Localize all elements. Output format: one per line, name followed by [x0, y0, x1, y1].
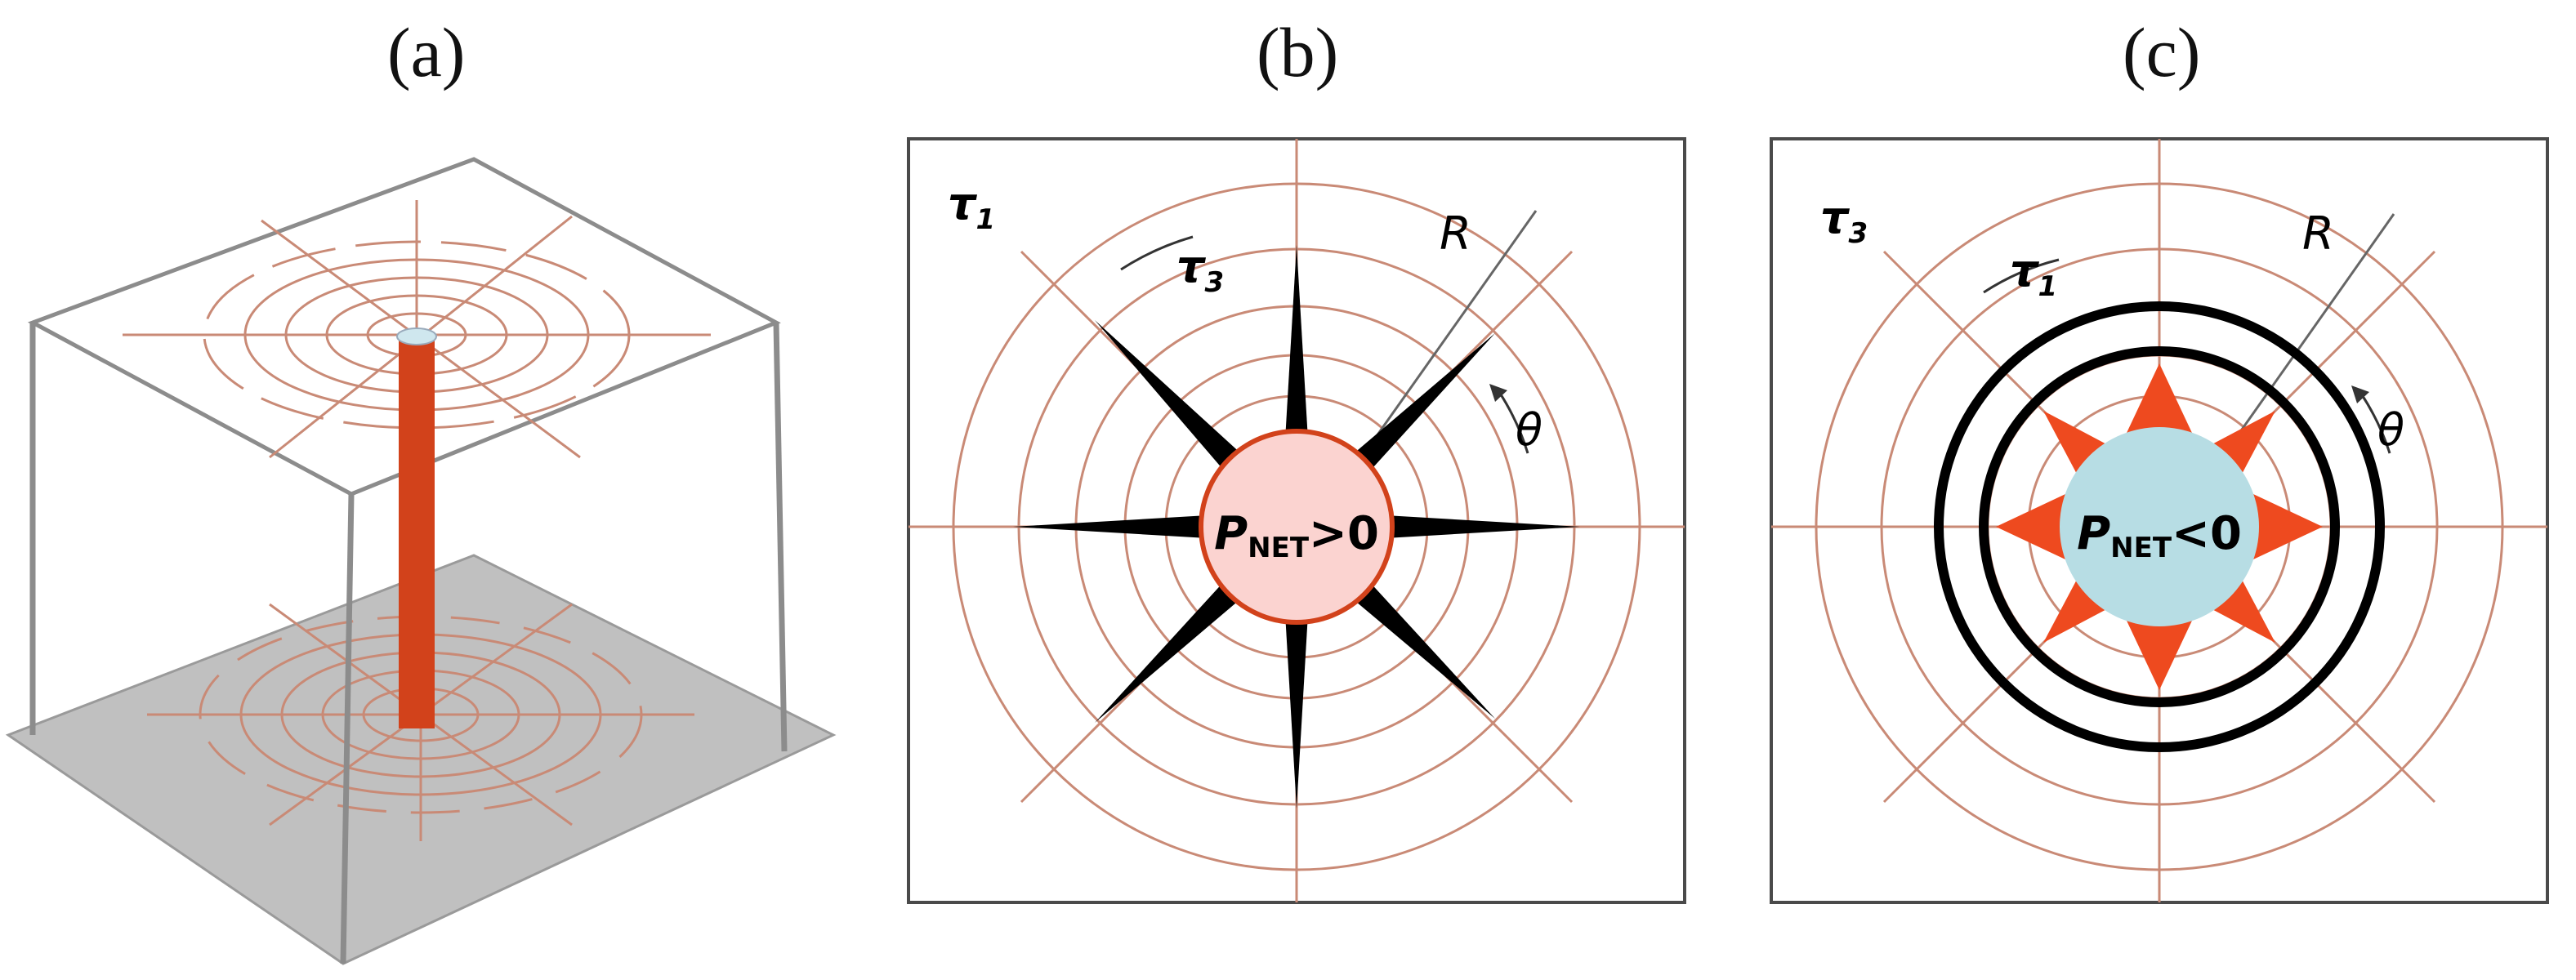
tau3-label-c: τ3: [1820, 192, 1868, 250]
outer-black-ring: [1934, 301, 2385, 752]
panel-label-c: (c): [2123, 13, 2201, 91]
theta-arrowhead-c: [2351, 385, 2369, 403]
tau3-label-b: τ3: [1176, 241, 1224, 299]
tau1-label-c: τ1: [2010, 245, 2057, 303]
radius-label-c: R: [2302, 207, 2334, 261]
inner-black-ring: [1979, 346, 2340, 707]
wellbore-top: [396, 327, 437, 345]
radius-line: [1357, 210, 1538, 462]
tension-spikes: [1013, 245, 1580, 808]
theta-arrowhead: [1489, 384, 1507, 402]
post-right: [773, 322, 788, 752]
theta-label-b: θ: [1516, 404, 1542, 456]
wellbore-section-positive: [1199, 429, 1395, 625]
tau1-label-b: τ1: [948, 178, 995, 236]
wellbore-section-negative: [2060, 427, 2259, 626]
panel-b: PNET>0 τ1 τ3 R θ: [907, 137, 1686, 904]
post-front: [340, 493, 355, 964]
radius-line-c: [2221, 213, 2395, 458]
tau1-arc: [1983, 258, 2060, 294]
radius-label-b: R: [1440, 207, 1471, 261]
panel-a-cube: [5, 157, 837, 965]
center-label-b: PNET>0: [1214, 507, 1379, 564]
panel-label-a: (a): [387, 13, 466, 91]
center-label-c: PNET<0: [2077, 507, 2242, 564]
theta-label-c: θ: [2377, 404, 2404, 456]
wellbore: [399, 336, 435, 728]
tau3-arc: [1120, 235, 1194, 271]
panel-c: PNET<0 τ3 τ1 R θ: [1770, 137, 2549, 904]
panel-label-b: (b): [1257, 13, 1339, 91]
